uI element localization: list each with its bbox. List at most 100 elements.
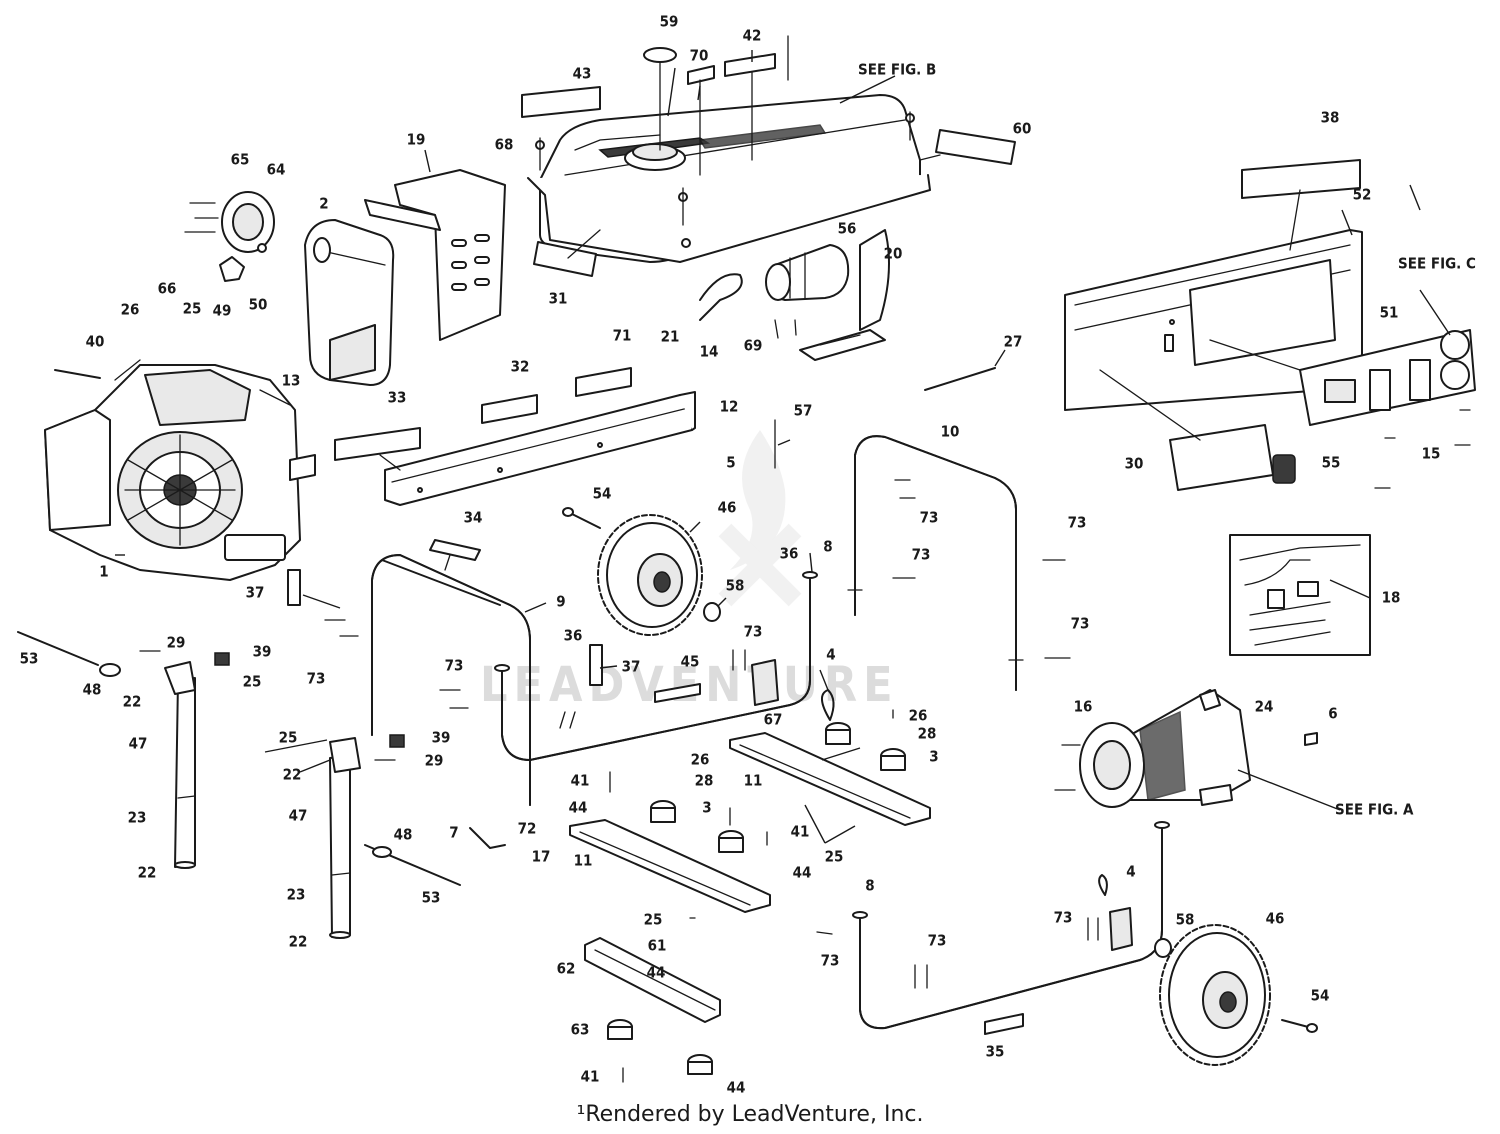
callout-48: 48 [83,681,102,699]
decal-60 [919,129,1016,165]
callout-20: 20 [884,245,903,263]
callout-72: 72 [518,820,537,838]
callout-59: 59 [660,13,679,31]
callout-35: 35 [986,1043,1005,1061]
callout-19: 19 [407,131,426,149]
axle-pin-54 [562,507,601,529]
callout-48: 48 [394,826,413,844]
callout-42: 42 [743,27,762,45]
frame-tube-left [371,554,818,806]
callout-64: 64 [267,161,286,179]
callout-44: 44 [793,864,812,882]
callout-15: 15 [1422,445,1441,463]
screws-69 [774,319,797,339]
callout-24: 24 [1255,698,1274,716]
figure-references: SEE FIG. B SEE FIG. C SEE FIG. A [858,61,1476,819]
callout-25: 25 [243,673,262,691]
callout-4: 4 [826,646,835,664]
callout-54: 54 [1311,987,1330,1005]
control-panel-box [1064,229,1363,411]
wheel-lower [1159,924,1271,1066]
decal-71 [575,367,632,397]
callout-60: 60 [1013,120,1032,138]
handle-right [329,737,361,939]
callout-31: 31 [549,290,568,308]
decal-43 [521,86,601,118]
callout-29: 29 [425,752,444,770]
watermark-text: LEADVENTURE [480,657,899,713]
cable-tie-21 [699,273,743,321]
callout-36: 36 [780,545,799,563]
engine [44,359,316,581]
callout-25: 25 [644,911,663,929]
callout-68: 68 [495,136,514,154]
callout-71: 71 [613,327,632,345]
callout-62: 62 [557,960,576,978]
callout-22: 22 [138,864,157,882]
callout-22: 22 [283,766,302,784]
switch-55 [1272,454,1296,484]
callout-28: 28 [918,725,937,743]
callout-25: 25 [183,300,202,318]
callout-43: 43 [573,65,592,83]
callout-28: 28 [695,772,714,790]
washer-58-lower [1154,938,1172,958]
callout-22: 22 [123,693,142,711]
leader-lines [115,50,1451,844]
callout-73: 73 [1068,514,1087,532]
callout-26: 26 [909,707,928,725]
callout-73: 73 [821,952,840,970]
callout-44: 44 [647,964,666,982]
callout-30: 30 [1125,455,1144,473]
bracket-6 [1304,732,1318,746]
muffler [304,219,395,386]
callout-38: 38 [1321,109,1340,127]
callout-32: 32 [511,358,530,376]
axle-pin-54-lower [1281,1019,1318,1033]
wheel-upper [597,514,703,636]
callout-44: 44 [727,1079,746,1097]
callout-39: 39 [253,643,272,661]
callout-39: 39 [432,729,451,747]
callout-51: 51 [1380,304,1399,322]
callout-16: 16 [1074,698,1093,716]
callout-53: 53 [422,889,441,907]
mount-rail-11-left [569,819,771,913]
callout-52: 52 [1353,186,1372,204]
callout-3: 3 [929,748,938,766]
bracket-20 [799,229,890,361]
callout-37: 37 [622,658,641,676]
callout-4: 4 [1126,863,1135,881]
decal-70 [687,65,715,176]
spark-arrestor-screen [184,191,275,282]
callout-73: 73 [307,670,326,688]
callout-23: 23 [128,809,147,827]
callout-10: 10 [941,423,960,441]
decal-45 [654,683,701,703]
callout-21: 21 [661,328,680,346]
callout-37: 37 [246,584,265,602]
callout-66: 66 [158,280,177,298]
decal-37-left [287,569,301,606]
isolator-63 [607,1019,713,1075]
decal-34 [429,539,481,571]
decal-38 [1241,159,1361,251]
callout-58: 58 [726,577,745,595]
decal-31 [533,229,601,277]
handle-left [164,661,196,869]
callout-61: 61 [648,937,667,955]
callout-5: 5 [726,454,735,472]
hardware [139,419,1108,1083]
callout-63: 63 [571,1021,590,1039]
wire-27 [924,367,996,391]
decal-32 [481,394,538,424]
callout-25: 25 [825,848,844,866]
callout-11: 11 [744,772,763,790]
callout-47: 47 [129,735,148,753]
callout-23: 23 [287,886,306,904]
callout-1: 1 [99,563,108,581]
isolators-3 [650,722,906,853]
fuel-tank [527,35,931,263]
callout-34: 34 [464,509,483,527]
